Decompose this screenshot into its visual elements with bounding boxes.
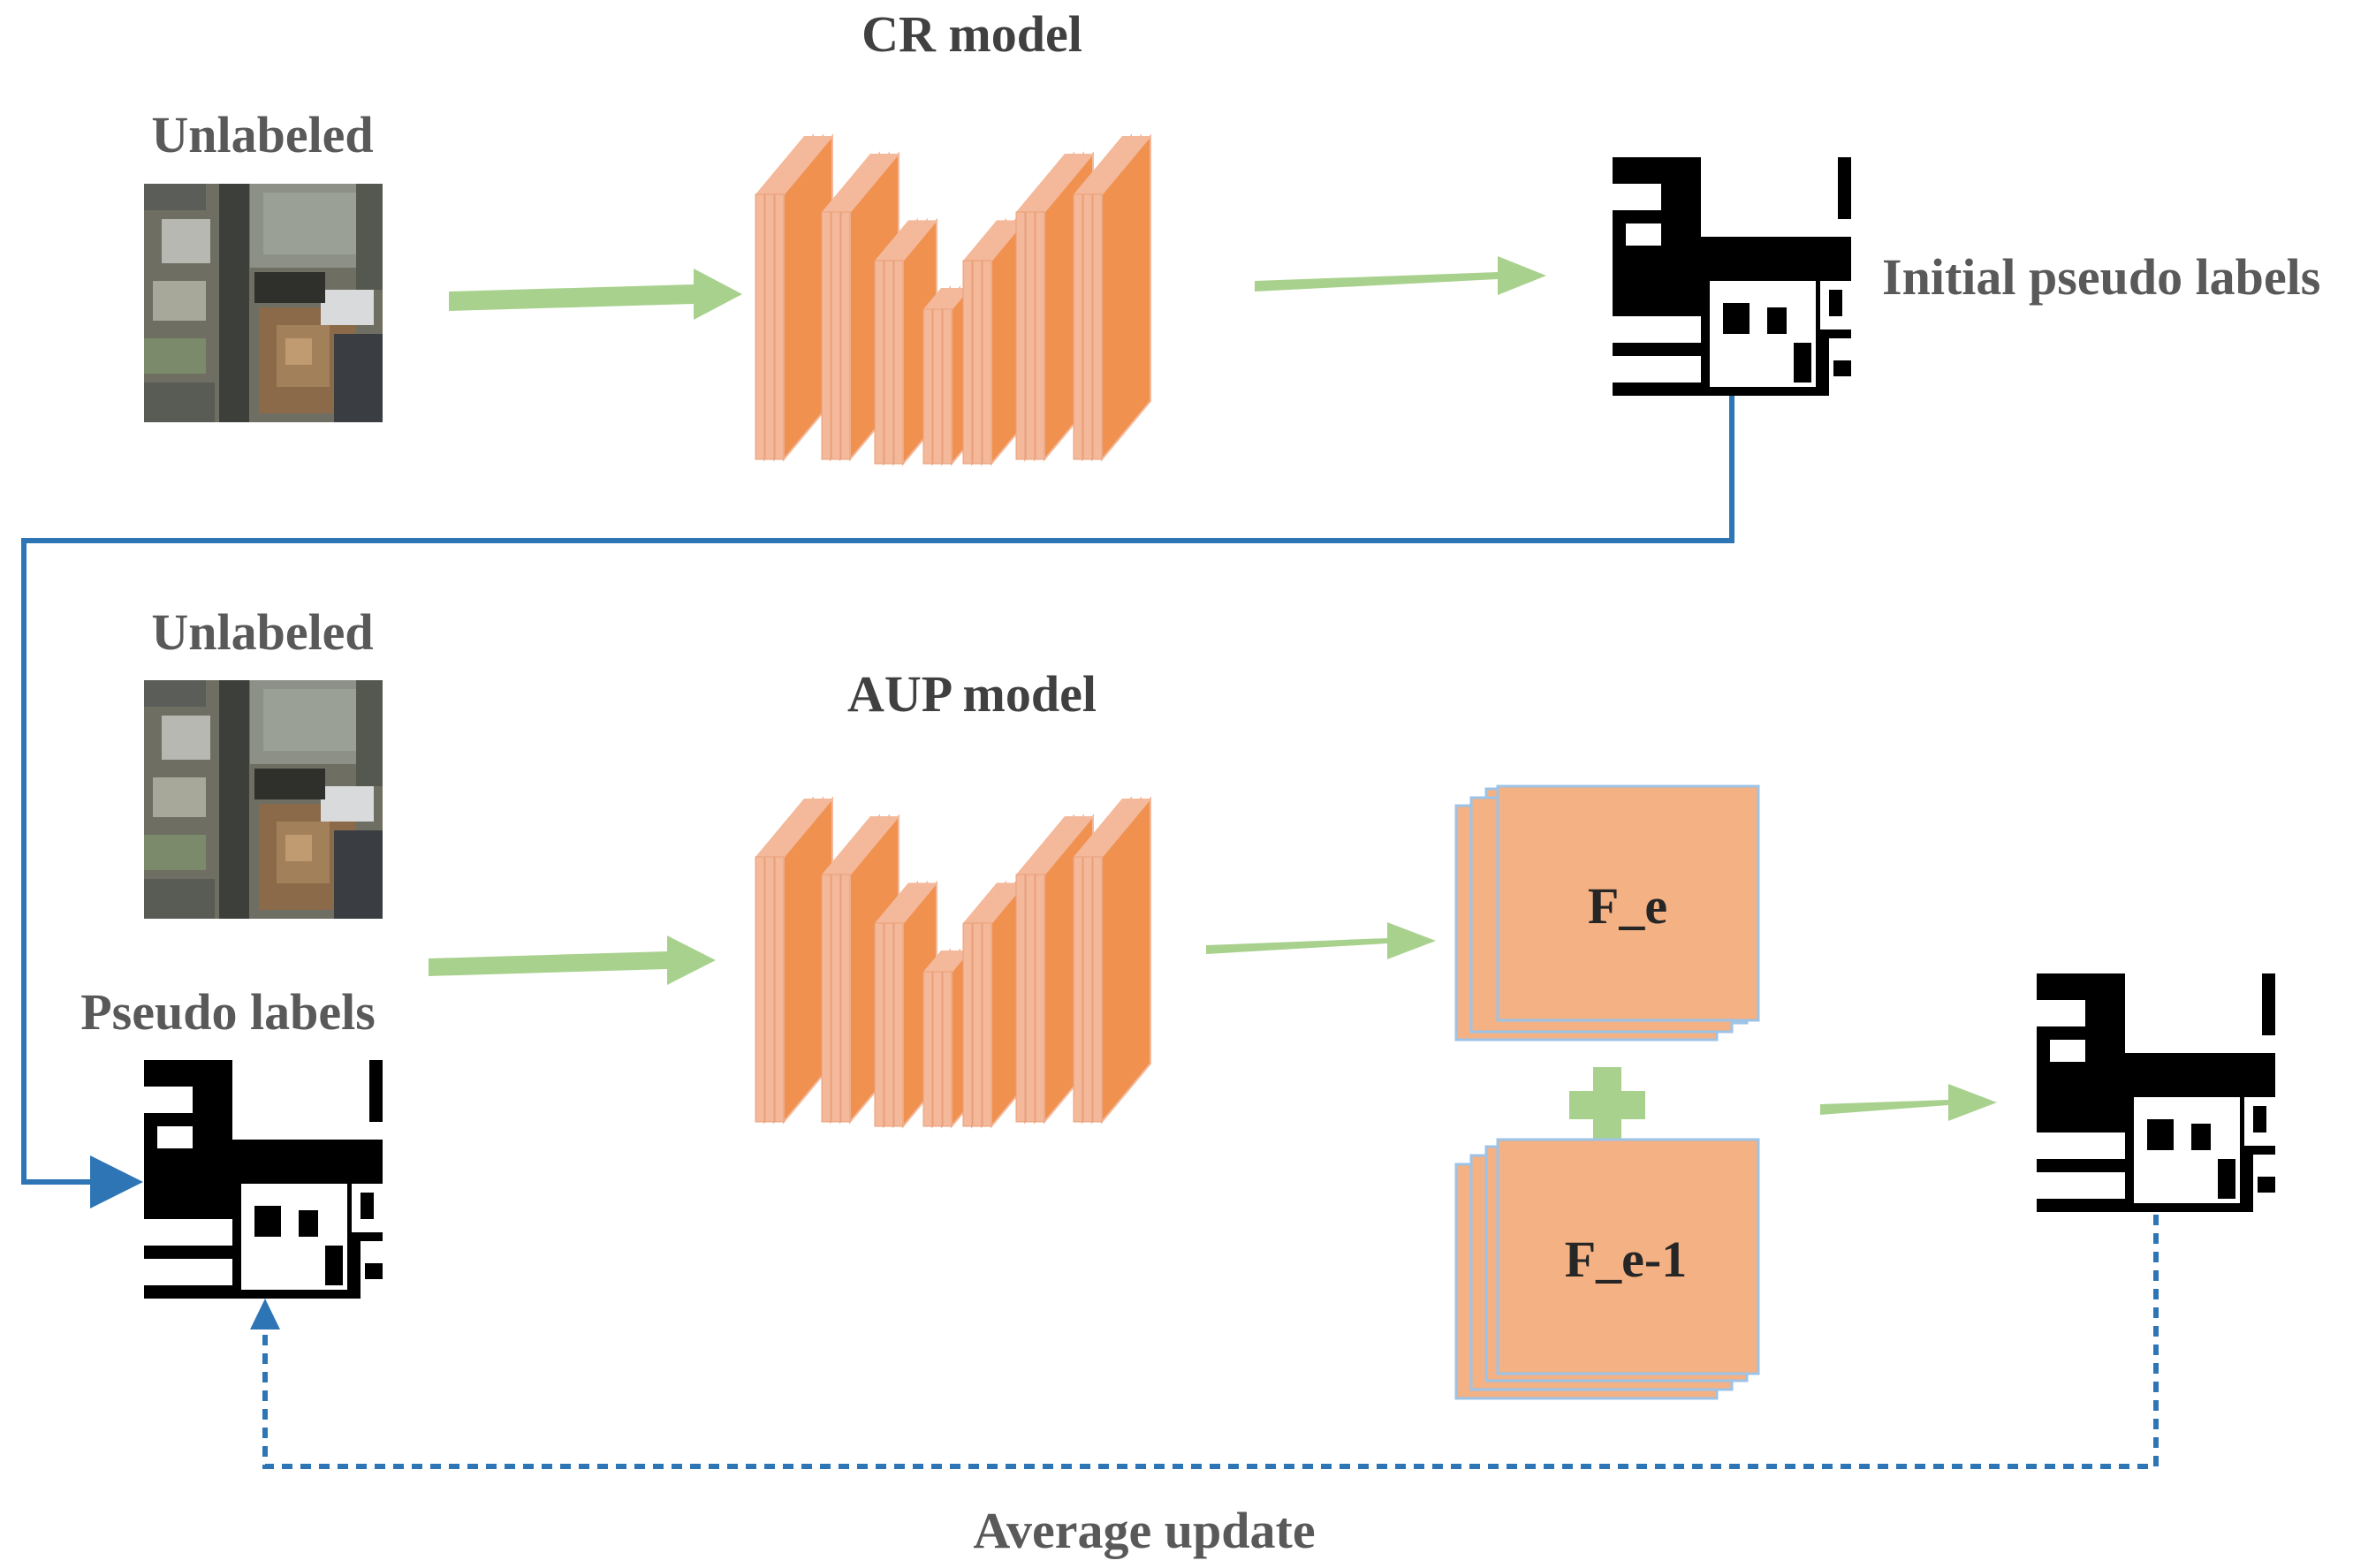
flow-arrow-cr-output xyxy=(1255,256,1546,295)
network-layer-group xyxy=(962,217,1026,466)
network-layer-group xyxy=(874,880,937,1129)
feature-stack-f-e: F_e xyxy=(1454,784,1760,1042)
initial-pseudo-label-mask xyxy=(1613,157,1851,396)
average-update-loop xyxy=(262,1215,2159,1469)
flow-arrow-input-cr xyxy=(449,269,742,320)
cr-model-title: CR model xyxy=(862,5,1082,63)
network-layer-group xyxy=(755,133,833,462)
initial-pseudo-labels-label: Initial pseudo labels xyxy=(1882,248,2320,306)
f-e-label: F_e xyxy=(1588,877,1667,935)
flow-arrow-aup-features xyxy=(1206,922,1436,959)
average-update-arrowhead xyxy=(250,1299,280,1329)
network-layer-group xyxy=(1073,796,1151,1125)
pseudo-labels-label: Pseudo labels xyxy=(80,983,376,1041)
network-layer-group xyxy=(922,948,970,1129)
cr-model-network xyxy=(755,133,1151,466)
plus-icon xyxy=(1569,1067,1645,1143)
updated-pseudo-label-mask xyxy=(2037,973,2275,1212)
pseudo-label-mask xyxy=(144,1060,383,1299)
network-layer-group xyxy=(922,285,970,466)
unlabeled-label-top: Unlabeled xyxy=(151,106,373,163)
average-update-label: Average update xyxy=(973,1502,1315,1559)
unlabeled-image-bottom xyxy=(144,680,383,919)
feature-stack-f-e-minus-1: F_e-1 xyxy=(1454,1138,1760,1400)
f-e-minus-1-label: F_e-1 xyxy=(1565,1231,1688,1288)
flow-arrow-input-aup xyxy=(429,935,716,985)
network-layer-group xyxy=(1073,133,1151,462)
flow-arrow-features-output xyxy=(1820,1084,1997,1121)
unlabeled-image-top xyxy=(144,184,383,422)
initial-to-pseudo-connector xyxy=(21,396,1734,1208)
aup-model-network xyxy=(755,796,1151,1129)
network-layer-group xyxy=(755,796,833,1125)
unlabeled-label-bottom: Unlabeled xyxy=(151,603,373,661)
aup-model-title: AUP model xyxy=(847,665,1097,723)
